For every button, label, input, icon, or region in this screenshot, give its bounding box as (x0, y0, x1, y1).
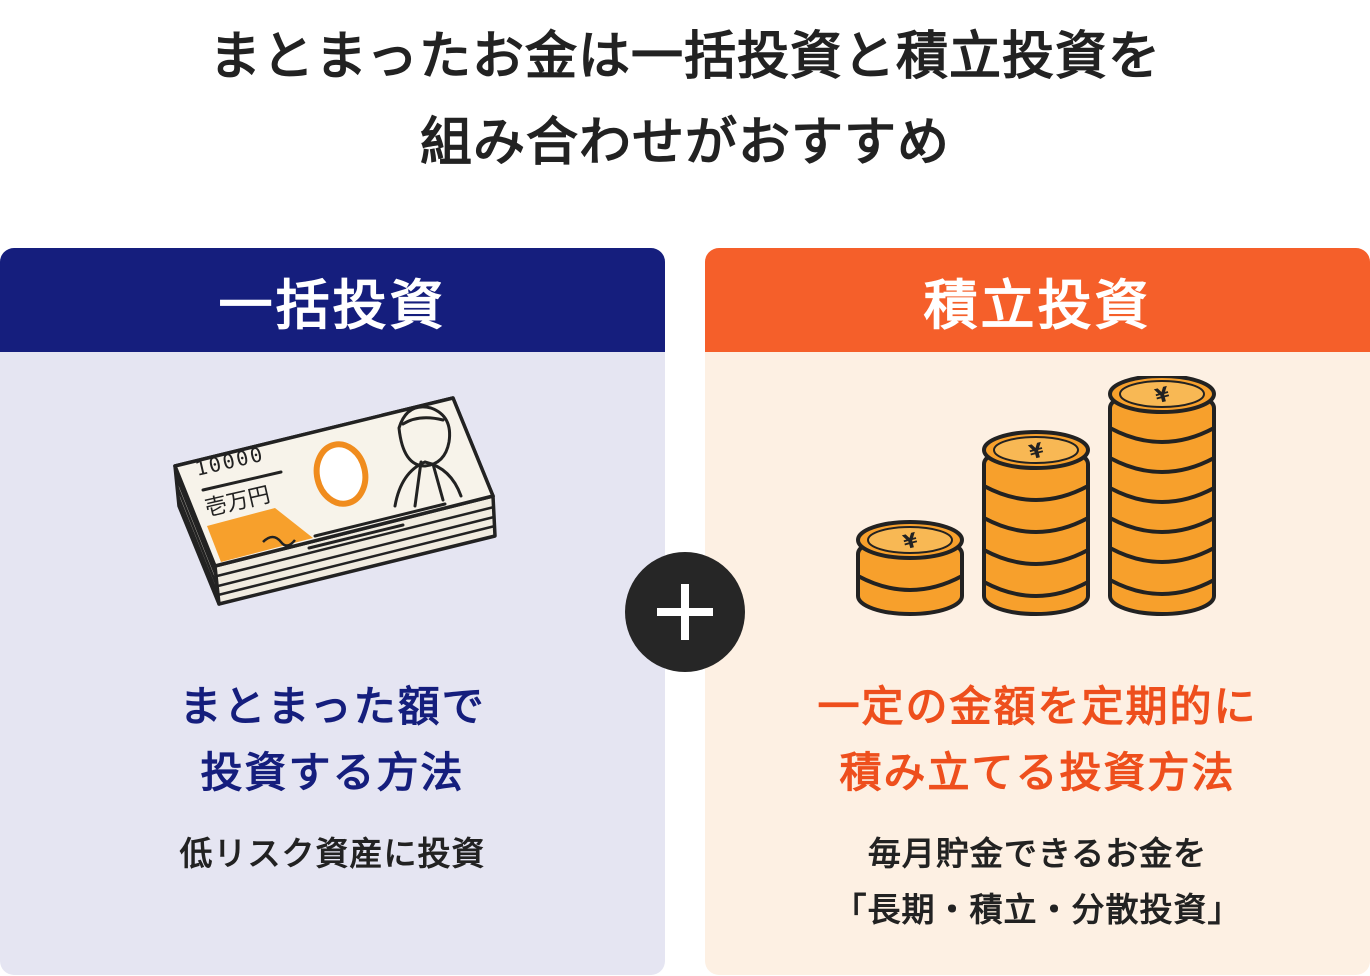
lump-sum-header: 一括投資 (0, 248, 665, 352)
coin-stacks-icon: ¥ ¥ (855, 376, 1216, 616)
lump-sum-headline-line-1: まとまった額で (179, 682, 486, 731)
coin-symbol: ¥ (1152, 382, 1172, 409)
accumulation-header: 積立投資 (705, 248, 1370, 352)
accumulation-headline: 一定の金額を定期的に 積み立てる投資方法 (705, 674, 1370, 806)
coin-symbol: ¥ (900, 528, 920, 555)
page-title-line-2: 組み合わせがおすすめ (419, 113, 950, 173)
coin-stacks-illustration: ¥ ¥ (705, 376, 1370, 646)
lump-sum-description-line-1: 低リスク資産に投資 (179, 834, 486, 873)
page-title: まとまったお金は一括投資と積立投資を 組み合わせがおすすめ (0, 14, 1370, 186)
banknote-stack-icon: 10000 壱万円 (172, 396, 497, 606)
accumulation-description: 毎月貯金できるお金を 「長期・積立・分散投資」 (705, 826, 1370, 938)
accumulation-card: 積立投資 ¥ (705, 248, 1370, 975)
lump-sum-card: 一括投資 10000 壱万円 (0, 248, 665, 975)
accumulation-description-line-1: 毎月貯金できるお金を (867, 834, 1208, 873)
banknote-stack-illustration: 10000 壱万円 (0, 376, 665, 646)
plus-connector (625, 552, 745, 672)
page-title-line-1: まとまったお金は一括投資と積立投資を (209, 27, 1161, 87)
accumulation-headline-line-2: 積み立てる投資方法 (839, 748, 1236, 797)
lump-sum-headline-line-2: 投資する方法 (200, 748, 465, 797)
accumulation-description-line-2: 「長期・積立・分散投資」 (833, 890, 1242, 929)
plus-icon (657, 584, 713, 640)
lump-sum-headline: まとまった額で 投資する方法 (0, 674, 665, 806)
lump-sum-description: 低リスク資産に投資 (0, 826, 665, 882)
accumulation-headline-line-1: 一定の金額を定期的に (817, 682, 1258, 731)
coin-symbol: ¥ (1026, 438, 1046, 465)
